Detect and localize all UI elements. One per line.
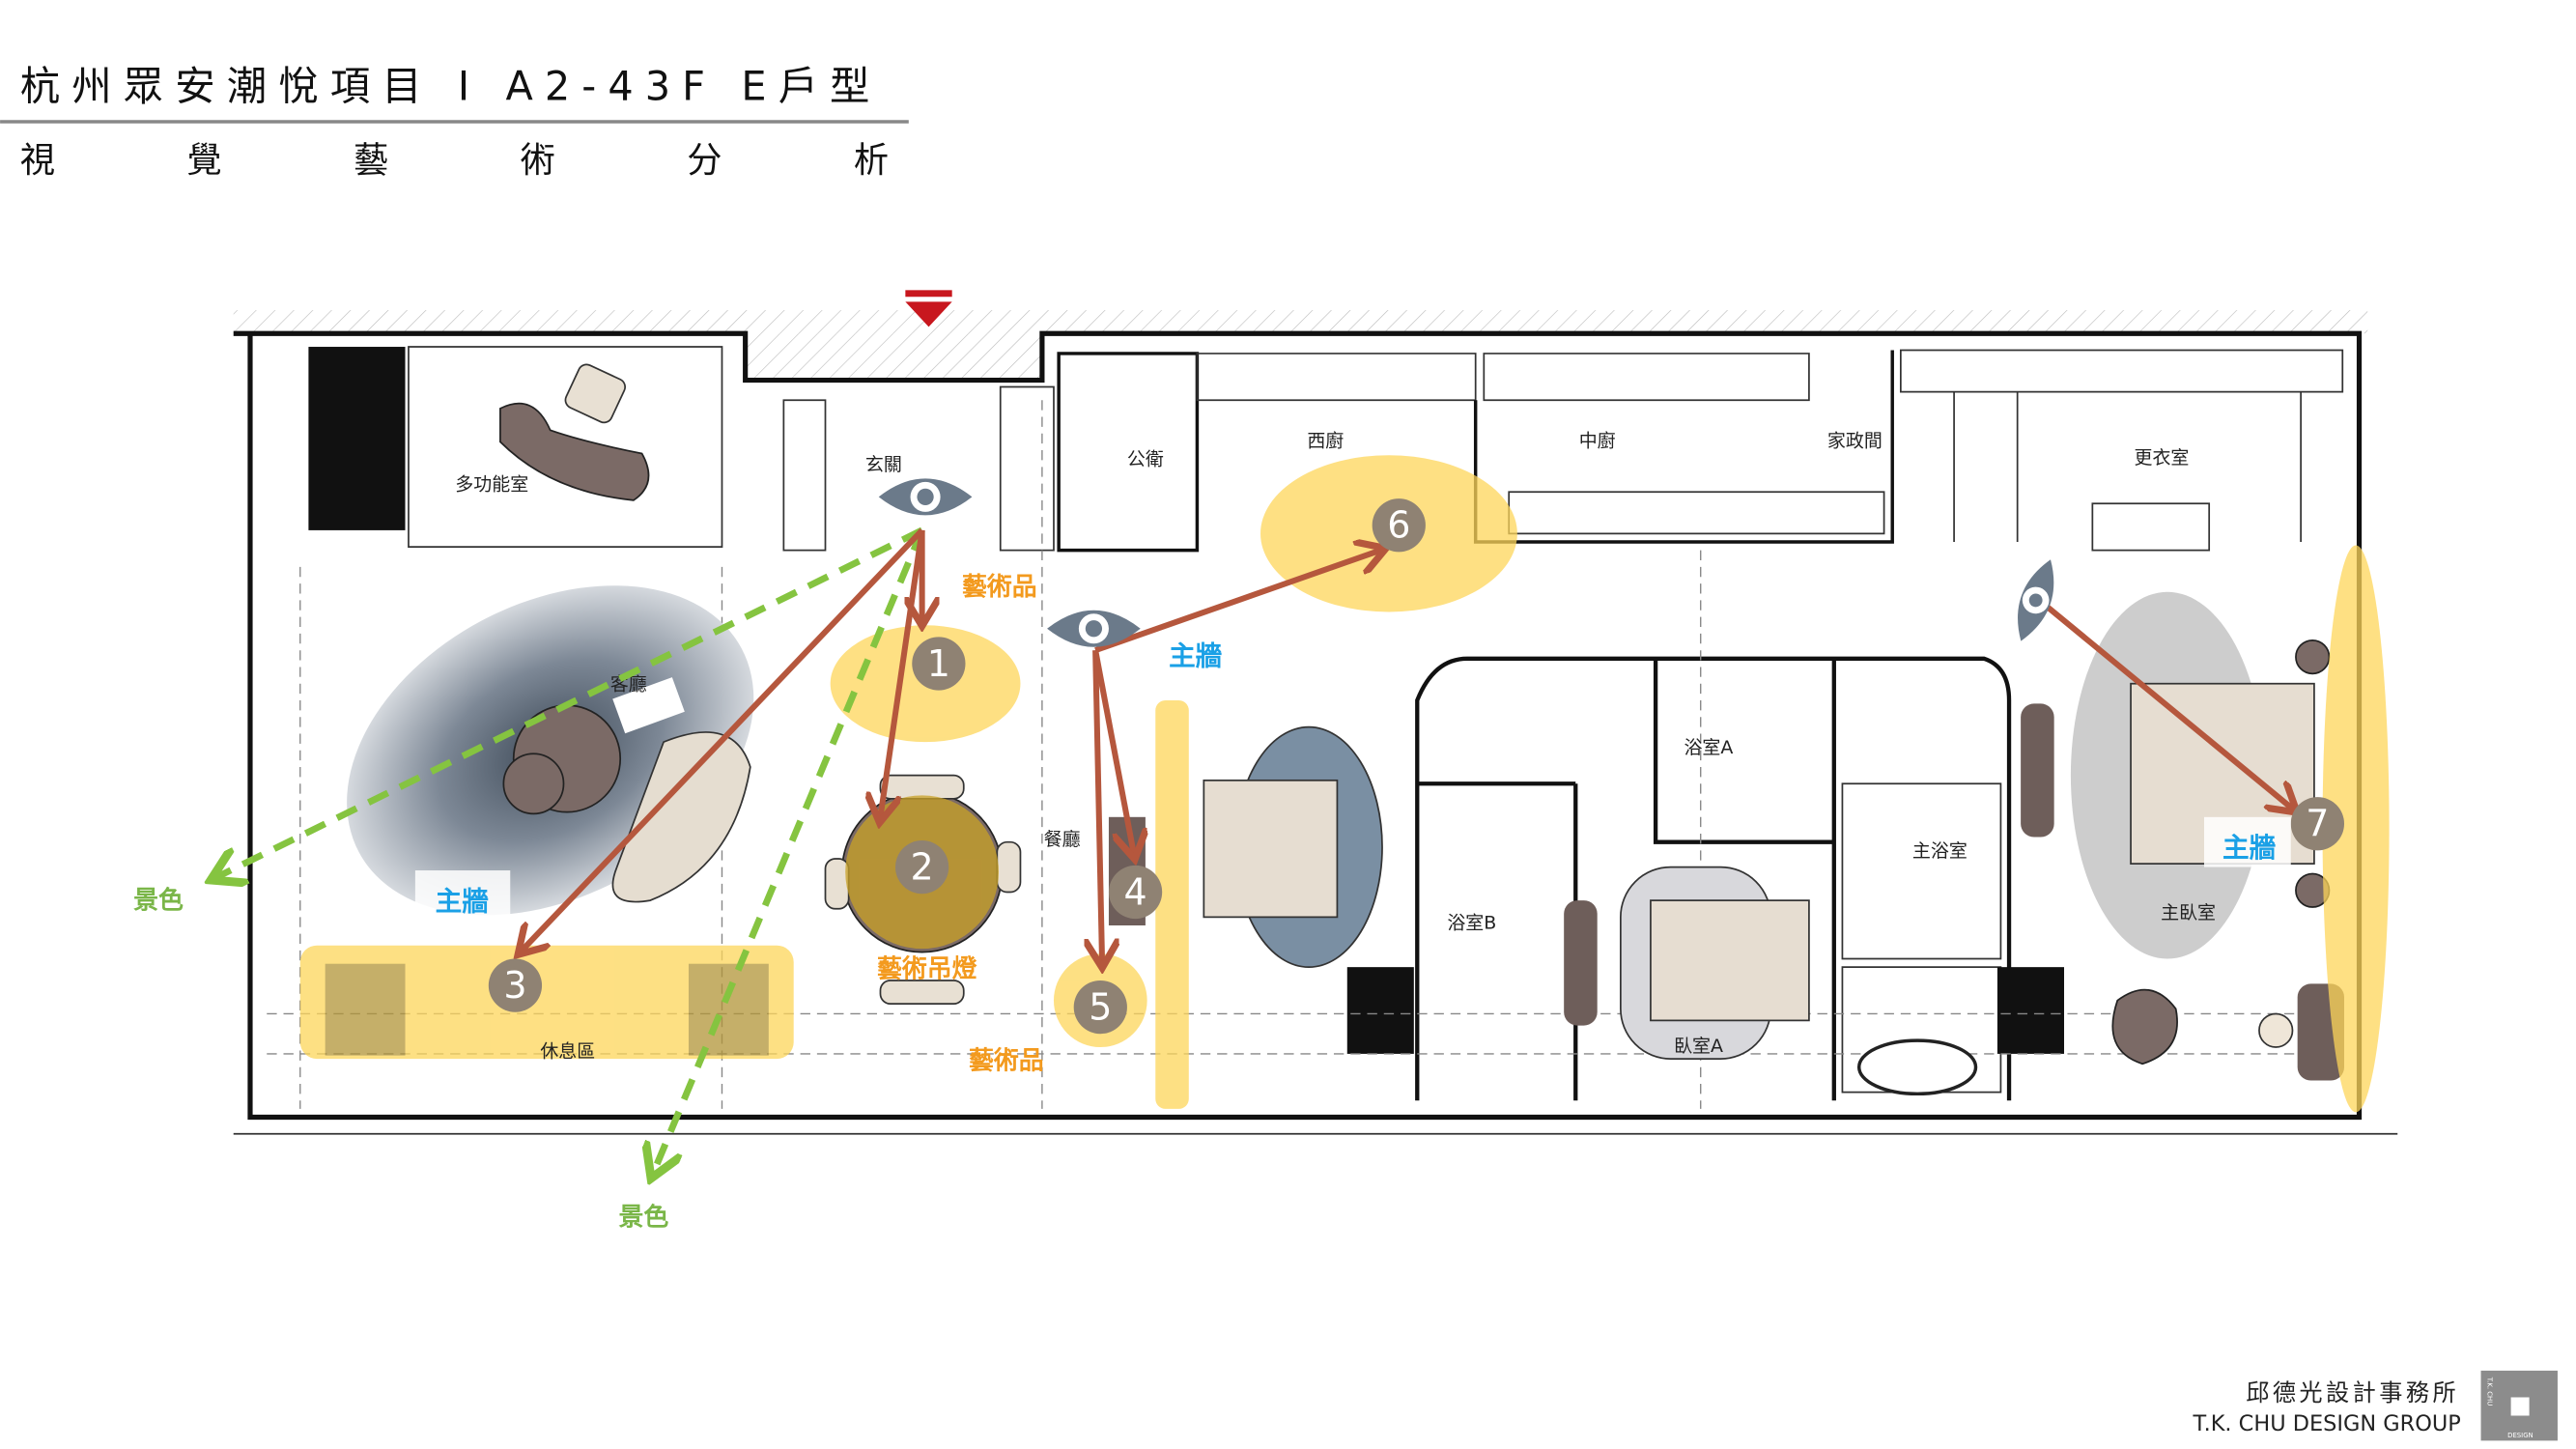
- chair: [564, 363, 626, 424]
- room-label-foyer: 玄關: [865, 454, 902, 475]
- marker-1: 1: [912, 637, 966, 691]
- bed-a: [1619, 866, 1810, 1060]
- room-label-lounge: 休息區: [540, 1040, 595, 1062]
- outer-wall: [233, 330, 2363, 1121]
- exterior-hatch: [233, 310, 2368, 334]
- room-label-bath-b: 浴室B: [1447, 912, 1496, 933]
- svg-text:1: 1: [927, 642, 950, 685]
- svg-text:6: 6: [1387, 504, 1410, 547]
- sight-arrow: [2045, 604, 2293, 809]
- subtitle: 視 覺 藝 術 分 析: [20, 139, 889, 181]
- bathtub: [1856, 1038, 1978, 1096]
- sight-arrow: [880, 529, 925, 817]
- room-label-public-wc: 公衛: [1127, 449, 1164, 470]
- project-title: 杭州眾安潮悅項目 I A2-43F E戶型: [20, 64, 882, 110]
- room-label-bedroom-a: 臥室A: [1674, 1036, 1723, 1057]
- room-label-west-kitchen: 西廚: [1307, 430, 1344, 452]
- room-label-utility: 家政間: [1827, 431, 1882, 452]
- room-labels: 多功能室 玄關 公衛 西廚 中廚 家政間 更衣室 客廳 餐廳 浴室A 浴室B 主…: [455, 430, 2216, 1063]
- entry-hatch: [745, 333, 1042, 381]
- eye-icon: [878, 478, 973, 516]
- annotations: 藝術品 藝術品 藝術吊燈 主牆 主牆 主牆 景色 景色: [133, 573, 2291, 1233]
- room-label-living: 客廳: [610, 674, 647, 696]
- svg-text:4: 4: [1123, 870, 1146, 913]
- eye-icon: [1047, 610, 1141, 647]
- label-artwork: 藝術品: [969, 1046, 1044, 1075]
- svg-text:5: 5: [1089, 986, 1112, 1029]
- room-label-master-bedroom: 主臥室: [2161, 902, 2216, 923]
- sight-arrow: [1094, 551, 1380, 654]
- svg-text:3: 3: [503, 964, 526, 1007]
- subtitle-char: 分: [687, 139, 722, 181]
- subtitle-char: 覺: [186, 139, 221, 181]
- marker-6: 6: [1372, 498, 1426, 553]
- svg-text:7: 7: [2306, 803, 2329, 845]
- marker-5: 5: [1073, 980, 1127, 1035]
- company-name-en: T.K. CHU DESIGN GROUP: [2193, 1411, 2461, 1436]
- svg-text:2: 2: [911, 846, 934, 889]
- desk: [499, 402, 650, 501]
- label-main-wall: 主牆: [436, 885, 489, 917]
- room-label-multi: 多功能室: [455, 473, 528, 495]
- marker-7: 7: [2290, 797, 2344, 851]
- marker-4: 4: [1108, 865, 1163, 920]
- svg-text:T.K. CHU: T.K. CHU: [2485, 1377, 2493, 1406]
- label-artwork: 藝術品: [962, 573, 1037, 602]
- marker-3: 3: [488, 958, 543, 1012]
- label-art-chandelier: 藝術吊燈: [877, 955, 977, 984]
- view-sightline: [654, 528, 925, 1173]
- svg-text:DESIGN: DESIGN: [2507, 1432, 2534, 1439]
- subtitle-char: 術: [521, 139, 555, 181]
- marker-2: 2: [894, 839, 949, 895]
- sofa: [611, 731, 751, 903]
- markers: 1 2 3 4 5 6 7: [488, 498, 2344, 1035]
- sight-arrow: [522, 527, 924, 951]
- sight-arrow: [1092, 649, 1134, 854]
- room-label-master-bath: 主浴室: [1912, 840, 1967, 862]
- label-view: 景色: [618, 1203, 668, 1233]
- stair-block: [308, 347, 406, 530]
- entrance-arrow-icon: [905, 290, 952, 327]
- label-main-wall: 主牆: [1169, 640, 1222, 672]
- room-label-closet: 更衣室: [2135, 447, 2190, 469]
- subtitle-char: 視: [20, 139, 55, 181]
- room-label-dining: 餐廳: [1044, 829, 1081, 850]
- company-name-cn: 邱德光設計事務所: [2246, 1379, 2459, 1406]
- room-label-chinese-kitchen: 中廚: [1579, 430, 1616, 452]
- subtitle-char: 藝: [354, 139, 388, 181]
- bed-2: [1203, 725, 1383, 969]
- label-view: 景色: [133, 886, 184, 916]
- sight-lines: [216, 526, 2293, 1173]
- subtitle-char: 析: [854, 139, 889, 181]
- label-main-wall: 主牆: [2222, 832, 2276, 864]
- view-sightline: [216, 526, 924, 877]
- eye-icon: [2018, 559, 2054, 641]
- sight-arrow: [1095, 650, 1102, 962]
- company-logo: T.K. CHU DESIGN: [2480, 1370, 2558, 1441]
- room-label-bath-a: 浴室A: [1684, 737, 1733, 758]
